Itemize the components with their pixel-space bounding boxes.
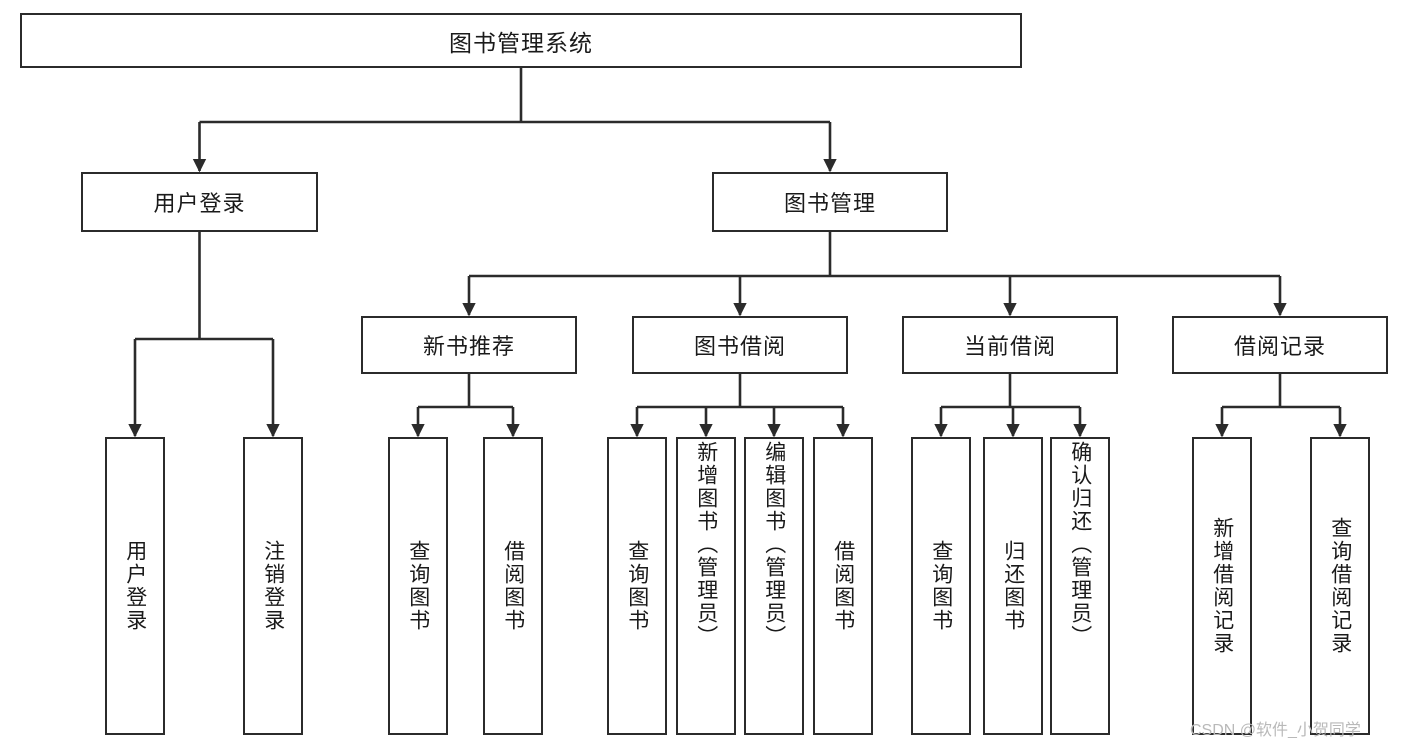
leaf-query-book-borrow-label: 查询图书 <box>625 540 649 632</box>
node-new-book-recommend-label: 新书推荐 <box>422 334 515 359</box>
node-book-management-label: 图书管理 <box>783 191 876 216</box>
leaf-borrow-book-label: 借阅图书 <box>831 540 855 632</box>
leaf-query-borrow-record-label: 查询借阅记录 <box>1328 517 1352 655</box>
leaf-edit-book-admin-label: 编辑图书（管理员） <box>762 441 786 648</box>
leaf-borrow-book[interactable]: 借阅图书 <box>813 437 873 735</box>
node-current-borrow-label: 当前借阅 <box>963 334 1056 359</box>
leaf-edit-book-admin[interactable]: 编辑图书（管理员） <box>744 437 804 735</box>
node-current-borrow[interactable]: 当前借阅 <box>902 316 1118 374</box>
leaf-return-book-label: 归还图书 <box>1001 540 1025 632</box>
leaf-user-login-label: 用户登录 <box>123 540 147 632</box>
leaf-query-book-recommend[interactable]: 查询图书 <box>388 437 448 735</box>
node-book-borrow[interactable]: 图书借阅 <box>632 316 848 374</box>
node-borrow-record[interactable]: 借阅记录 <box>1172 316 1388 374</box>
leaf-borrow-book-recommend-label: 借阅图书 <box>501 540 525 632</box>
node-borrow-record-label: 借阅记录 <box>1233 334 1326 359</box>
node-user-login[interactable]: 用户登录 <box>81 172 318 232</box>
leaf-query-book-current[interactable]: 查询图书 <box>911 437 971 735</box>
leaf-borrow-book-recommend[interactable]: 借阅图书 <box>483 437 543 735</box>
leaf-confirm-return-admin-label: 确认归还（管理员） <box>1068 441 1092 648</box>
node-root[interactable]: 图书管理系统 <box>20 13 1022 68</box>
node-root-label: 图书管理系统 <box>449 29 593 56</box>
csdn-watermark: CSDN @软件_小贺同学 <box>1190 722 1361 739</box>
node-book-borrow-label: 图书借阅 <box>693 334 786 359</box>
leaf-confirm-return-admin[interactable]: 确认归还（管理员） <box>1050 437 1110 735</box>
leaf-logout-label: 注销登录 <box>261 540 285 632</box>
leaf-query-book-recommend-label: 查询图书 <box>406 540 430 632</box>
leaf-user-login[interactable]: 用户登录 <box>105 437 165 735</box>
leaf-query-book-borrow[interactable]: 查询图书 <box>607 437 667 735</box>
leaf-add-borrow-record-label: 新增借阅记录 <box>1210 517 1234 655</box>
leaf-add-book-admin-label: 新增图书（管理员） <box>694 441 718 648</box>
leaf-logout[interactable]: 注销登录 <box>243 437 303 735</box>
leaf-add-book-admin[interactable]: 新增图书（管理员） <box>676 437 736 735</box>
leaf-query-borrow-record[interactable]: 查询借阅记录 <box>1310 437 1370 735</box>
leaf-return-book[interactable]: 归还图书 <box>983 437 1043 735</box>
node-new-book-recommend[interactable]: 新书推荐 <box>361 316 577 374</box>
leaf-query-book-current-label: 查询图书 <box>929 540 953 632</box>
leaf-add-borrow-record[interactable]: 新增借阅记录 <box>1192 437 1252 735</box>
node-user-login-label: 用户登录 <box>153 191 246 216</box>
node-book-management[interactable]: 图书管理 <box>712 172 948 232</box>
